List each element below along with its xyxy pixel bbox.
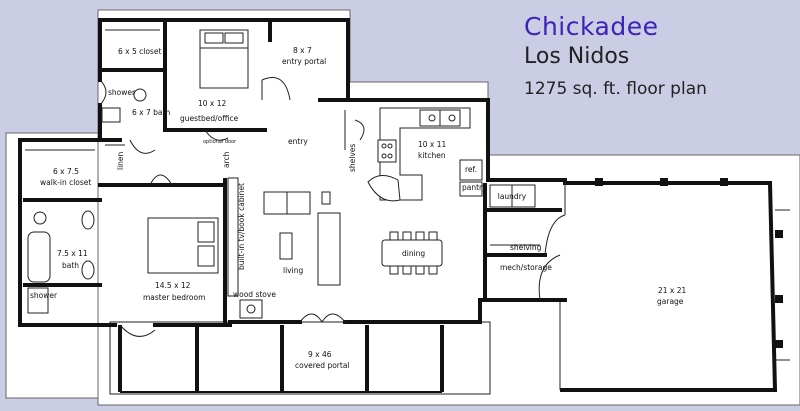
guest-name: guestbed/office [180, 114, 239, 123]
walkin-dim: 6 x 7.5 [53, 167, 79, 176]
master-name: master bedroom [143, 293, 205, 302]
kitchen-dim: 10 x 11 [418, 140, 447, 149]
walkin-name: walk-in closet [40, 178, 91, 187]
living-label: living [283, 266, 303, 275]
bath-fixtures [27, 88, 147, 314]
entry-portal-name: entry portal [282, 57, 326, 66]
shower-top-label: shower [108, 88, 136, 97]
house-walls [18, 18, 567, 327]
master-bath-name: bath [62, 261, 79, 270]
shelf-lines [25, 29, 540, 246]
guest-bed [199, 29, 249, 89]
entry-portal-dim: 8 x 7 [293, 46, 312, 55]
garage-dim: 21 x 21 [658, 286, 687, 295]
doors [99, 77, 566, 337]
laundry-units [489, 184, 536, 208]
optional-door-label: optional door [203, 139, 237, 145]
entry-label: entry [288, 137, 308, 146]
garage-name: garage [657, 297, 684, 306]
master-dim: 14.5 x 12 [155, 281, 191, 290]
master-bed [147, 217, 219, 274]
kitchen-fixtures [367, 107, 483, 202]
mech-label: mech/storage [500, 263, 552, 272]
kitchen-name: kitchen [418, 151, 446, 160]
covered-portal-name: covered portal [295, 361, 350, 370]
portal-posts [118, 325, 444, 393]
master-bath-dim: 7.5 x 11 [57, 249, 88, 258]
cabinet-label: built-in tv/book cabinet [237, 183, 246, 270]
ref-label: ref. [465, 165, 477, 174]
dining-label: dining [402, 249, 425, 258]
linen-label: linen [116, 151, 125, 170]
garage-posts [595, 178, 783, 348]
guest-dim: 10 x 12 [198, 99, 227, 108]
plan-area: 1275 sq. ft. floor plan [524, 79, 707, 99]
pantry-label: pantry [462, 183, 487, 192]
arch-label: arch [222, 151, 231, 168]
shelving-label: shelving [510, 243, 542, 252]
bath-6x7-label: 6 x 7 bath [132, 108, 170, 117]
laundry-label: laundry [498, 192, 527, 201]
shelves-label: shelves [348, 144, 357, 172]
wood-stove-label: wood stove [233, 290, 276, 299]
shower-bottom-label: shower [30, 291, 58, 300]
dining-set [381, 231, 443, 275]
living-furniture [227, 177, 341, 319]
plan-title: Chickadee [524, 12, 659, 41]
plan-subtitle: Los Nidos [524, 44, 630, 69]
closet-dim: 6 x 5 closet [118, 47, 161, 56]
covered-portal-dim: 9 x 46 [308, 350, 332, 359]
